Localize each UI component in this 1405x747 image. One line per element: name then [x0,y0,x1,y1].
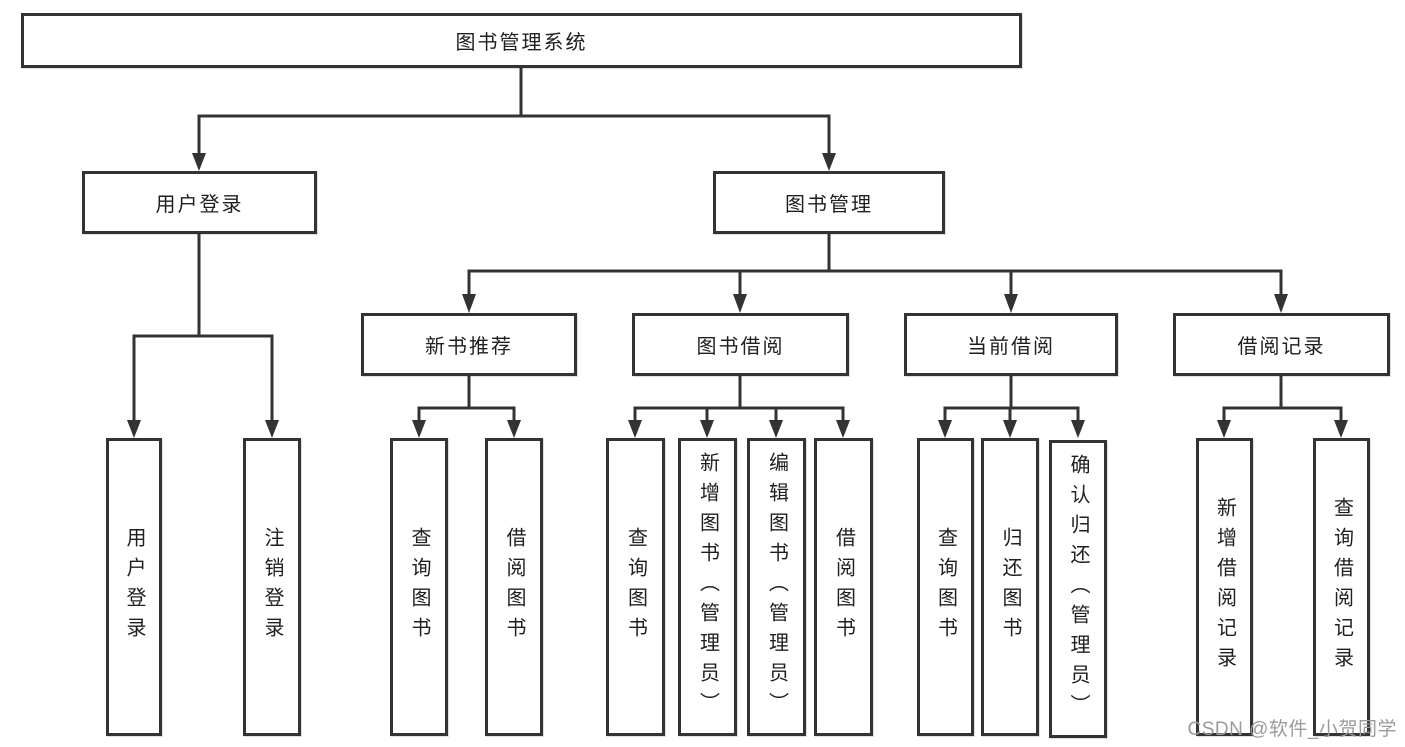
node-book-borrowing: 图书借阅 [632,313,849,376]
leaf-return-books: 归还图书 [981,438,1039,736]
leaf-add-books-admin: 新增图书（管理员） [678,438,737,736]
node-label: 图书管理 [785,194,873,216]
node-label: 查询图书 [408,527,430,647]
node-borrowing-records: 借阅记录 [1173,313,1390,376]
leaf-query-borrow-record: 查询借阅记录 [1313,438,1370,736]
node-label: 借阅记录 [1237,336,1326,358]
leaf-logout: 注销登录 [243,438,301,736]
node-label: 归还图书 [999,527,1021,647]
leaf-add-borrow-record: 新增借阅记录 [1196,438,1253,736]
leaf-borrow-books-recommend: 借阅图书 [485,438,543,736]
node-label: 借阅图书 [832,527,855,647]
node-label: 确认归还（管理员） [1067,454,1089,724]
leaf-confirm-return-admin: 确认归还（管理员） [1049,440,1107,738]
node-label: 用户登录 [123,527,145,647]
leaf-query-books-current: 查询图书 [917,438,974,736]
node-current-borrowing: 当前借阅 [904,313,1118,376]
csdn-watermark: CSDN @软件_小贺同学 [1187,719,1397,740]
node-label: 查询图书 [624,527,647,647]
node-label: 当前借阅 [967,336,1055,358]
node-label: 图书管理系统 [455,32,588,54]
leaf-edit-books-admin: 编辑图书（管理员） [747,438,806,736]
node-label: 注销登录 [261,527,283,647]
node-label: 新增图书（管理员） [696,452,719,722]
node-user-login-group: 用户登录 [82,171,317,234]
node-label: 图书借阅 [696,336,785,358]
node-label: 查询借阅记录 [1330,497,1353,677]
node-label: 编辑图书（管理员） [765,452,788,722]
leaf-query-books-recommend: 查询图书 [390,438,448,736]
node-label: 新增借阅记录 [1213,497,1236,677]
leaf-borrow-books: 借阅图书 [814,438,873,736]
node-library-management-system: 图书管理系统 [21,13,1022,68]
node-label: 查询图书 [934,527,957,647]
node-label: 用户登录 [155,194,244,216]
leaf-user-login: 用户登录 [106,438,162,736]
leaf-query-books-borrowing: 查询图书 [606,438,665,736]
node-new-book-recommend: 新书推荐 [361,313,577,376]
node-label: 新书推荐 [425,336,513,358]
node-book-management-group: 图书管理 [713,171,945,234]
node-label: 借阅图书 [503,527,525,647]
